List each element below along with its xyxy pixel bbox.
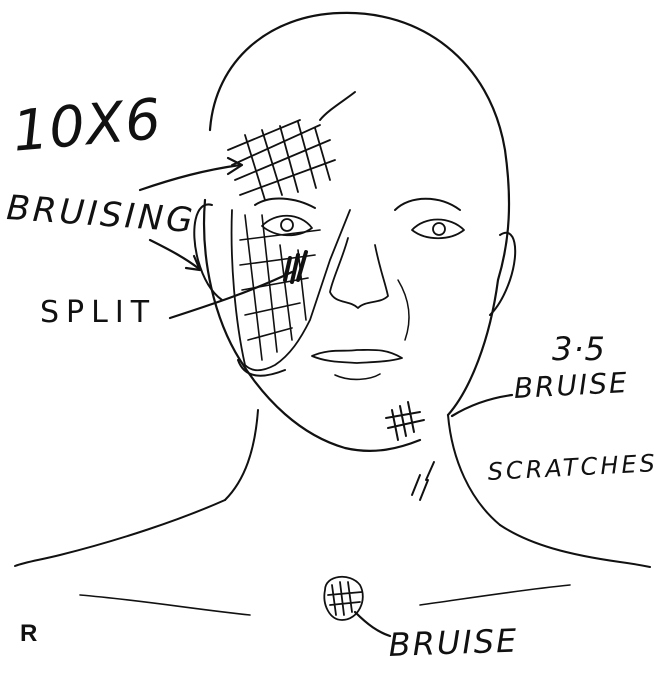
split-pointer: [170, 272, 292, 318]
cheek-line: [398, 280, 409, 340]
lower-lip: [335, 374, 380, 379]
left-iris: [281, 219, 293, 231]
forehead-bruise-size: 10X6: [10, 87, 164, 165]
left-shoulder: [15, 500, 225, 566]
left-eyebrow: [255, 199, 315, 208]
head-outline: [210, 13, 509, 415]
left-ear: [194, 204, 222, 300]
jaw-bruise-label: BRUISE: [513, 366, 629, 405]
right-eyebrow: [395, 199, 460, 210]
ear-pointer: [150, 240, 198, 268]
neck-scratch-marks: [412, 462, 434, 500]
chest-bruise-label: BRUISE: [388, 621, 519, 663]
forehead-bruise-hatching: [228, 92, 355, 200]
nose: [330, 238, 388, 308]
cheek-split-label: SPLIT: [40, 295, 156, 330]
jaw-bruise-size: 3·5: [552, 330, 606, 368]
left-clavicle: [80, 595, 250, 615]
right-clavicle: [420, 585, 570, 605]
neck-left: [225, 410, 258, 500]
mouth: [312, 350, 402, 363]
bruising-pointer: [140, 165, 240, 190]
jaw-bruise-hatching: [386, 402, 424, 440]
side-marker: R: [20, 620, 37, 648]
right-shoulder: [500, 525, 650, 567]
right-iris: [433, 223, 445, 235]
pointer-lines: [140, 158, 512, 636]
jaw-left-outline: [204, 200, 420, 451]
chest-pointer: [355, 612, 390, 636]
